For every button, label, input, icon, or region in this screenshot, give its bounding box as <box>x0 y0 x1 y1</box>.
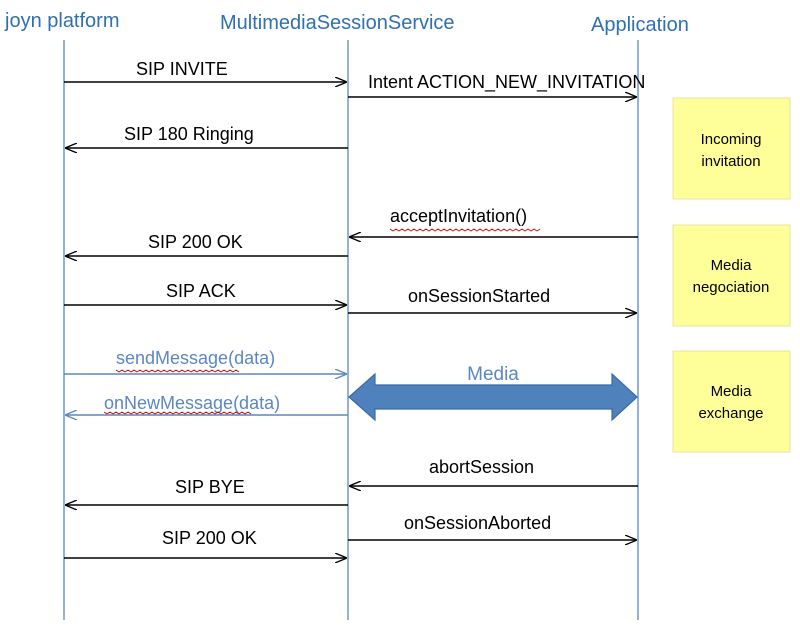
note-media-negociation: Media negociation <box>672 224 791 327</box>
label-on-session-started: onSessionStarted <box>408 286 550 306</box>
participant-application: Application <box>591 14 689 36</box>
label-sip-bye: SIP BYE <box>175 477 245 497</box>
label-intent-new-invitation: Intent ACTION_NEW_INVITATION <box>368 72 645 93</box>
note-line: Media <box>711 383 753 400</box>
label-sip-invite: SIP INVITE <box>136 59 228 79</box>
note-line: Media <box>711 257 753 274</box>
label-abort-session: abortSession <box>429 457 534 477</box>
note-media-exchange: Media exchange <box>672 350 791 453</box>
spellcheck-underline <box>115 369 240 373</box>
spellcheck-underline <box>389 228 541 232</box>
participant-joyn-platform: joyn platform <box>4 10 120 32</box>
spellcheck-underline <box>103 411 252 415</box>
note-line: negociation <box>693 279 770 296</box>
note-incoming-invitation: Incoming invitation <box>672 97 791 200</box>
label-sip-200-ok-1: SIP 200 OK <box>148 232 243 252</box>
label-on-new-message: onNewMessage(data) <box>104 393 280 413</box>
participant-multimedia-session-service: MultimediaSessionService <box>220 12 455 34</box>
note-line: exchange <box>698 405 763 422</box>
note-line: invitation <box>701 153 760 170</box>
label-on-session-aborted: onSessionAborted <box>404 513 551 533</box>
label-media: Media <box>467 364 519 385</box>
label-accept-invitation: acceptInvitation() <box>390 206 527 226</box>
label-send-message: sendMessage(data) <box>116 348 275 368</box>
label-sip-ack: SIP ACK <box>166 281 236 301</box>
label-sip-200-ok-2: SIP 200 OK <box>162 528 257 548</box>
note-line: Incoming <box>701 131 762 148</box>
media-double-arrow <box>348 372 638 422</box>
label-sip-180-ringing: SIP 180 Ringing <box>124 124 254 144</box>
